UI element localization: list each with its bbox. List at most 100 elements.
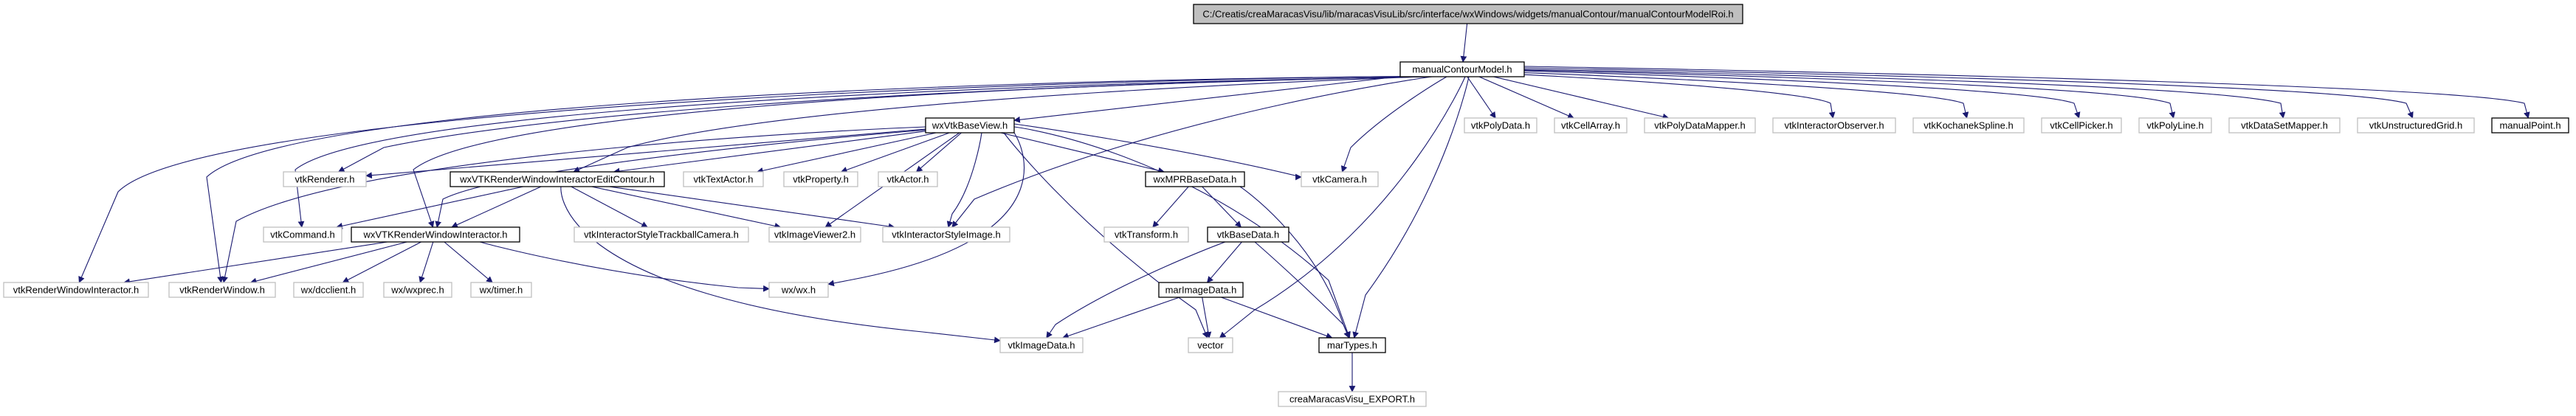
node-vtkImageData: vtkImageData.h (999, 337, 1084, 353)
node-label: vtkInteractorStyleImage.h (892, 229, 1000, 240)
edge-marImageData-to-vector (1202, 297, 1212, 339)
node-label: vector (1197, 340, 1224, 351)
edge-wxVtkBaseView-to-vtkProperty (840, 132, 950, 173)
node-box (1193, 4, 1743, 24)
node-box (1912, 117, 2025, 134)
edge-manualContourModel-to-wxVTKRWI (413, 76, 1433, 228)
edge-wxVtkBaseView-to-wxVTKRWI (435, 129, 926, 228)
node-box (1644, 117, 1756, 134)
node-box (283, 171, 367, 187)
node-vtkPolyDataMapper: vtkPolyDataMapper.h (1644, 117, 1756, 134)
node-vtkBaseData[interactable]: vtkBaseData.h (1207, 226, 1289, 243)
node-label: wx/timer.h (479, 285, 523, 296)
node-marImageData[interactable]: marImageData.h (1158, 282, 1244, 298)
edge-wxVTKRWI-to-wxwxprec (419, 241, 434, 283)
node-box (1207, 226, 1289, 243)
node-box (2491, 117, 2569, 134)
node-vtkInteractorObserver: vtkInteractorObserver.h (1772, 117, 1896, 134)
node-vtkTextActor: vtkTextActor.h (683, 171, 764, 187)
node-box (1278, 391, 1427, 407)
node-label: wx/wxprec.h (390, 285, 444, 296)
edge-manualContourModel-to-vtkPolyLine (1523, 69, 2176, 119)
edge-manualContourModel-to-wxVtkBaseView (1013, 76, 1401, 123)
node-vtkTransform: vtkTransform.h (1103, 226, 1189, 243)
node-vtkKochanekSpline: vtkKochanekSpline.h (1912, 117, 2025, 134)
node-vtkUnstructuredGrid: vtkUnstructuredGrid.h (2357, 117, 2475, 134)
node-label: vtkPolyLine.h (2146, 120, 2203, 131)
edge-wxVTKRWI-to-wxdcclient (342, 241, 421, 283)
edge-manualContourModel-to-vtkPolyDataMapper (1493, 76, 1670, 120)
node-box (263, 226, 342, 243)
edge-wxVtkBaseView-to-vtkTextActor (756, 132, 937, 174)
nodes-layer: C:/Creatis/creaMaracasVisu/lib/maracasVi… (3, 4, 2569, 407)
node-box (2138, 117, 2212, 134)
node-box (574, 226, 749, 243)
node-box (1188, 337, 1233, 353)
node-label: vtkCellPicker.h (2050, 120, 2112, 131)
node-vtkInteractorStyleImage: vtkInteractorStyleImage.h (882, 226, 1010, 243)
edge-marImageData-to-vtkImageData (1061, 297, 1180, 339)
node-manualPoint[interactable]: manualPoint.h (2491, 117, 2569, 134)
edge-wxVtkBaseView-to-vtkInteractorStyleImage (946, 132, 982, 228)
node-marTypes[interactable]: marTypes.h (1318, 337, 1386, 353)
node-vtkCommand: vtkCommand.h (263, 226, 342, 243)
node-box (882, 226, 1010, 243)
node-label: vtkUnstructuredGrid.h (2369, 120, 2462, 131)
node-label: wxVTKRenderWindowInteractorEditContour.h (459, 174, 655, 185)
node-box (683, 171, 764, 187)
node-wxVTKRWIEditContour[interactable]: wxVTKRenderWindowInteractorEditContour.h (450, 171, 665, 187)
node-box (168, 282, 276, 298)
node-wxwxprec: wx/wxprec.h (383, 282, 452, 298)
node-label: vtkPolyData.h (1471, 120, 1530, 131)
node-label: vtkActor.h (886, 174, 929, 185)
node-box (383, 282, 452, 298)
edge-manualContourModel-to-vtkCommand (295, 76, 1436, 228)
node-wxMPRBaseData[interactable]: wxMPRBaseData.h (1145, 171, 1245, 187)
node-label: vtkRenderWindow.h (179, 285, 265, 296)
node-label: vtkKochanekSpline.h (1924, 120, 2013, 131)
edge-manualContourModel-to-vtkCellArray (1478, 76, 1574, 119)
edge-vtkBaseData-to-marImageData (1206, 241, 1242, 283)
node-vtkImageViewer2: vtkImageViewer2.h (768, 226, 861, 243)
edge-manualContourModel-to-vtkRenderWindow (206, 76, 1434, 283)
node-vtkActor: vtkActor.h (878, 171, 938, 187)
node-box (1301, 171, 1379, 187)
node-vtkDataSetMapper: vtkDataSetMapper.h (2228, 117, 2341, 134)
node-label: vtkCamera.h (1312, 174, 1367, 185)
edge-wxVTKRWI-to-wxwx (479, 241, 770, 292)
node-label: vtkImageViewer2.h (774, 229, 855, 240)
node-box (293, 282, 364, 298)
edge-manualContourModel-to-wxVTKRWIEditContour (573, 76, 1425, 173)
node-label: marImageData.h (1165, 285, 1237, 296)
edge-wxMPRBaseData-to-vtkBaseData (1202, 186, 1242, 228)
node-box (768, 282, 829, 298)
edge-wxVTKRWIEditContour-to-vtkISTrackballCamera (571, 186, 648, 228)
edge-manualContourModel-to-vtkInteractorObserver (1523, 74, 1836, 119)
edge-wxVtkBaseView-to-marTypes (1013, 126, 1351, 339)
edge-vtkBaseData-to-vtkImageData (1046, 241, 1226, 339)
edge-root-to-manualContourModel (1460, 23, 1468, 63)
edge-wxMPRBaseData-to-vtkTransform (1152, 186, 1189, 228)
node-box (3, 282, 149, 298)
node-vtkProperty: vtkProperty.h (783, 171, 858, 187)
node-wxVTKRWI[interactable]: wxVTKRenderWindowInteractor.h (351, 226, 520, 243)
node-wxtimer: wx/timer.h (470, 282, 532, 298)
node-creaMaracasVisuExport: creaMaracasVisu_EXPORT.h (1278, 391, 1427, 407)
node-label: vtkProperty.h (793, 174, 849, 185)
node-box (1103, 226, 1189, 243)
edge-manualContourModel-to-vtkCamera (1340, 76, 1447, 173)
node-label: vtkTransform.h (1115, 229, 1178, 240)
node-label: vtkCellArray.h (1561, 120, 1620, 131)
edge-manualContourModel-to-marTypes (1352, 76, 1470, 339)
edge-wxVtkBaseView-to-wxwx (827, 132, 1024, 287)
edge-manualContourModel-to-vector (1219, 76, 1466, 339)
node-label: wx/wx.h (781, 285, 816, 296)
node-label: vtkPolyDataMapper.h (1654, 120, 1746, 131)
node-manualContourModel[interactable]: manualContourModel.h (1399, 61, 1525, 77)
node-label: wxMPRBaseData.h (1153, 174, 1237, 185)
node-box (768, 226, 861, 243)
node-label: vtkInteractorStyleTrackballCamera.h (584, 229, 739, 240)
node-label: wxVTKRenderWindowInteractor.h (362, 229, 507, 240)
node-wxVtkBaseView[interactable]: wxVtkBaseView.h (925, 117, 1015, 134)
node-label: wx/dcclient.h (300, 285, 356, 296)
